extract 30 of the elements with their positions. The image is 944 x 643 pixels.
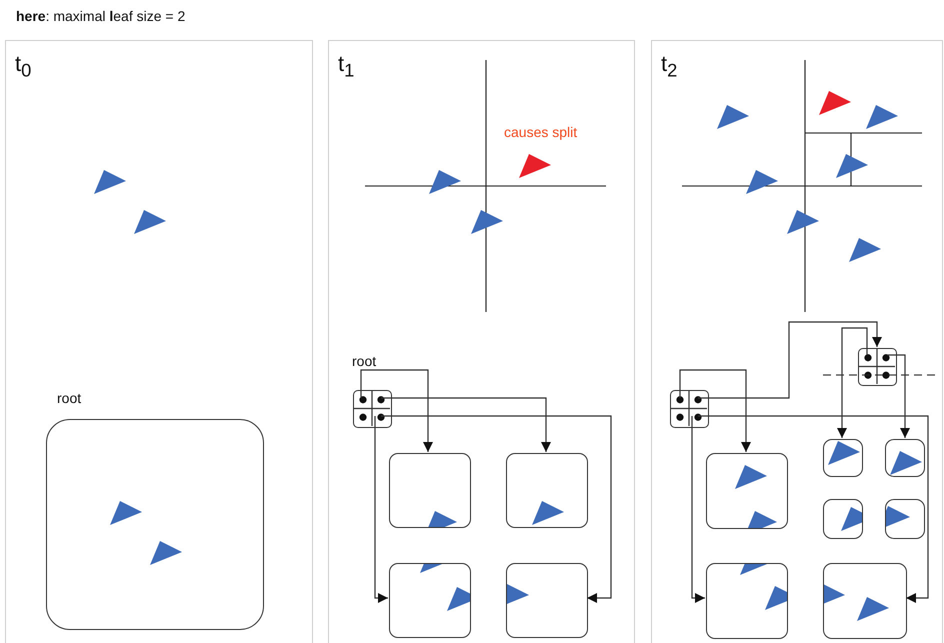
arrow — [691, 416, 705, 603]
leaf-node-box — [823, 439, 863, 477]
leaf-node-box — [823, 499, 863, 539]
annotation-label: causes split — [504, 124, 578, 140]
leaf-node-box — [706, 563, 788, 639]
leaf-node-box — [389, 453, 471, 528]
leaf-node-box — [389, 563, 471, 638]
arrow — [698, 321, 882, 399]
panel-heading: t$_{2}$ — [661, 51, 678, 82]
leaf-node-box — [706, 453, 788, 529]
node-label: root — [57, 390, 82, 406]
panel-frame — [651, 40, 943, 643]
leaf-node-box — [885, 499, 925, 539]
arrow — [837, 327, 868, 438]
title: here: maximal leaf size = 2 — [16, 8, 186, 24]
leaf-node-box — [823, 563, 907, 639]
arrow — [698, 415, 929, 603]
panel-heading: t$_{0}$ — [15, 51, 32, 82]
leaf-node-box — [506, 453, 588, 528]
arrow — [887, 354, 910, 438]
panel-heading: t$_{1}$ — [338, 51, 354, 82]
arrow — [381, 397, 551, 452]
arrow — [381, 415, 612, 603]
arrow — [679, 369, 751, 452]
panel-frame — [328, 40, 635, 643]
arrow — [360, 369, 433, 452]
leaf-node-box — [506, 563, 588, 638]
leaf-node-box — [885, 439, 925, 477]
node-label: root — [352, 353, 376, 369]
arrow — [374, 416, 388, 603]
